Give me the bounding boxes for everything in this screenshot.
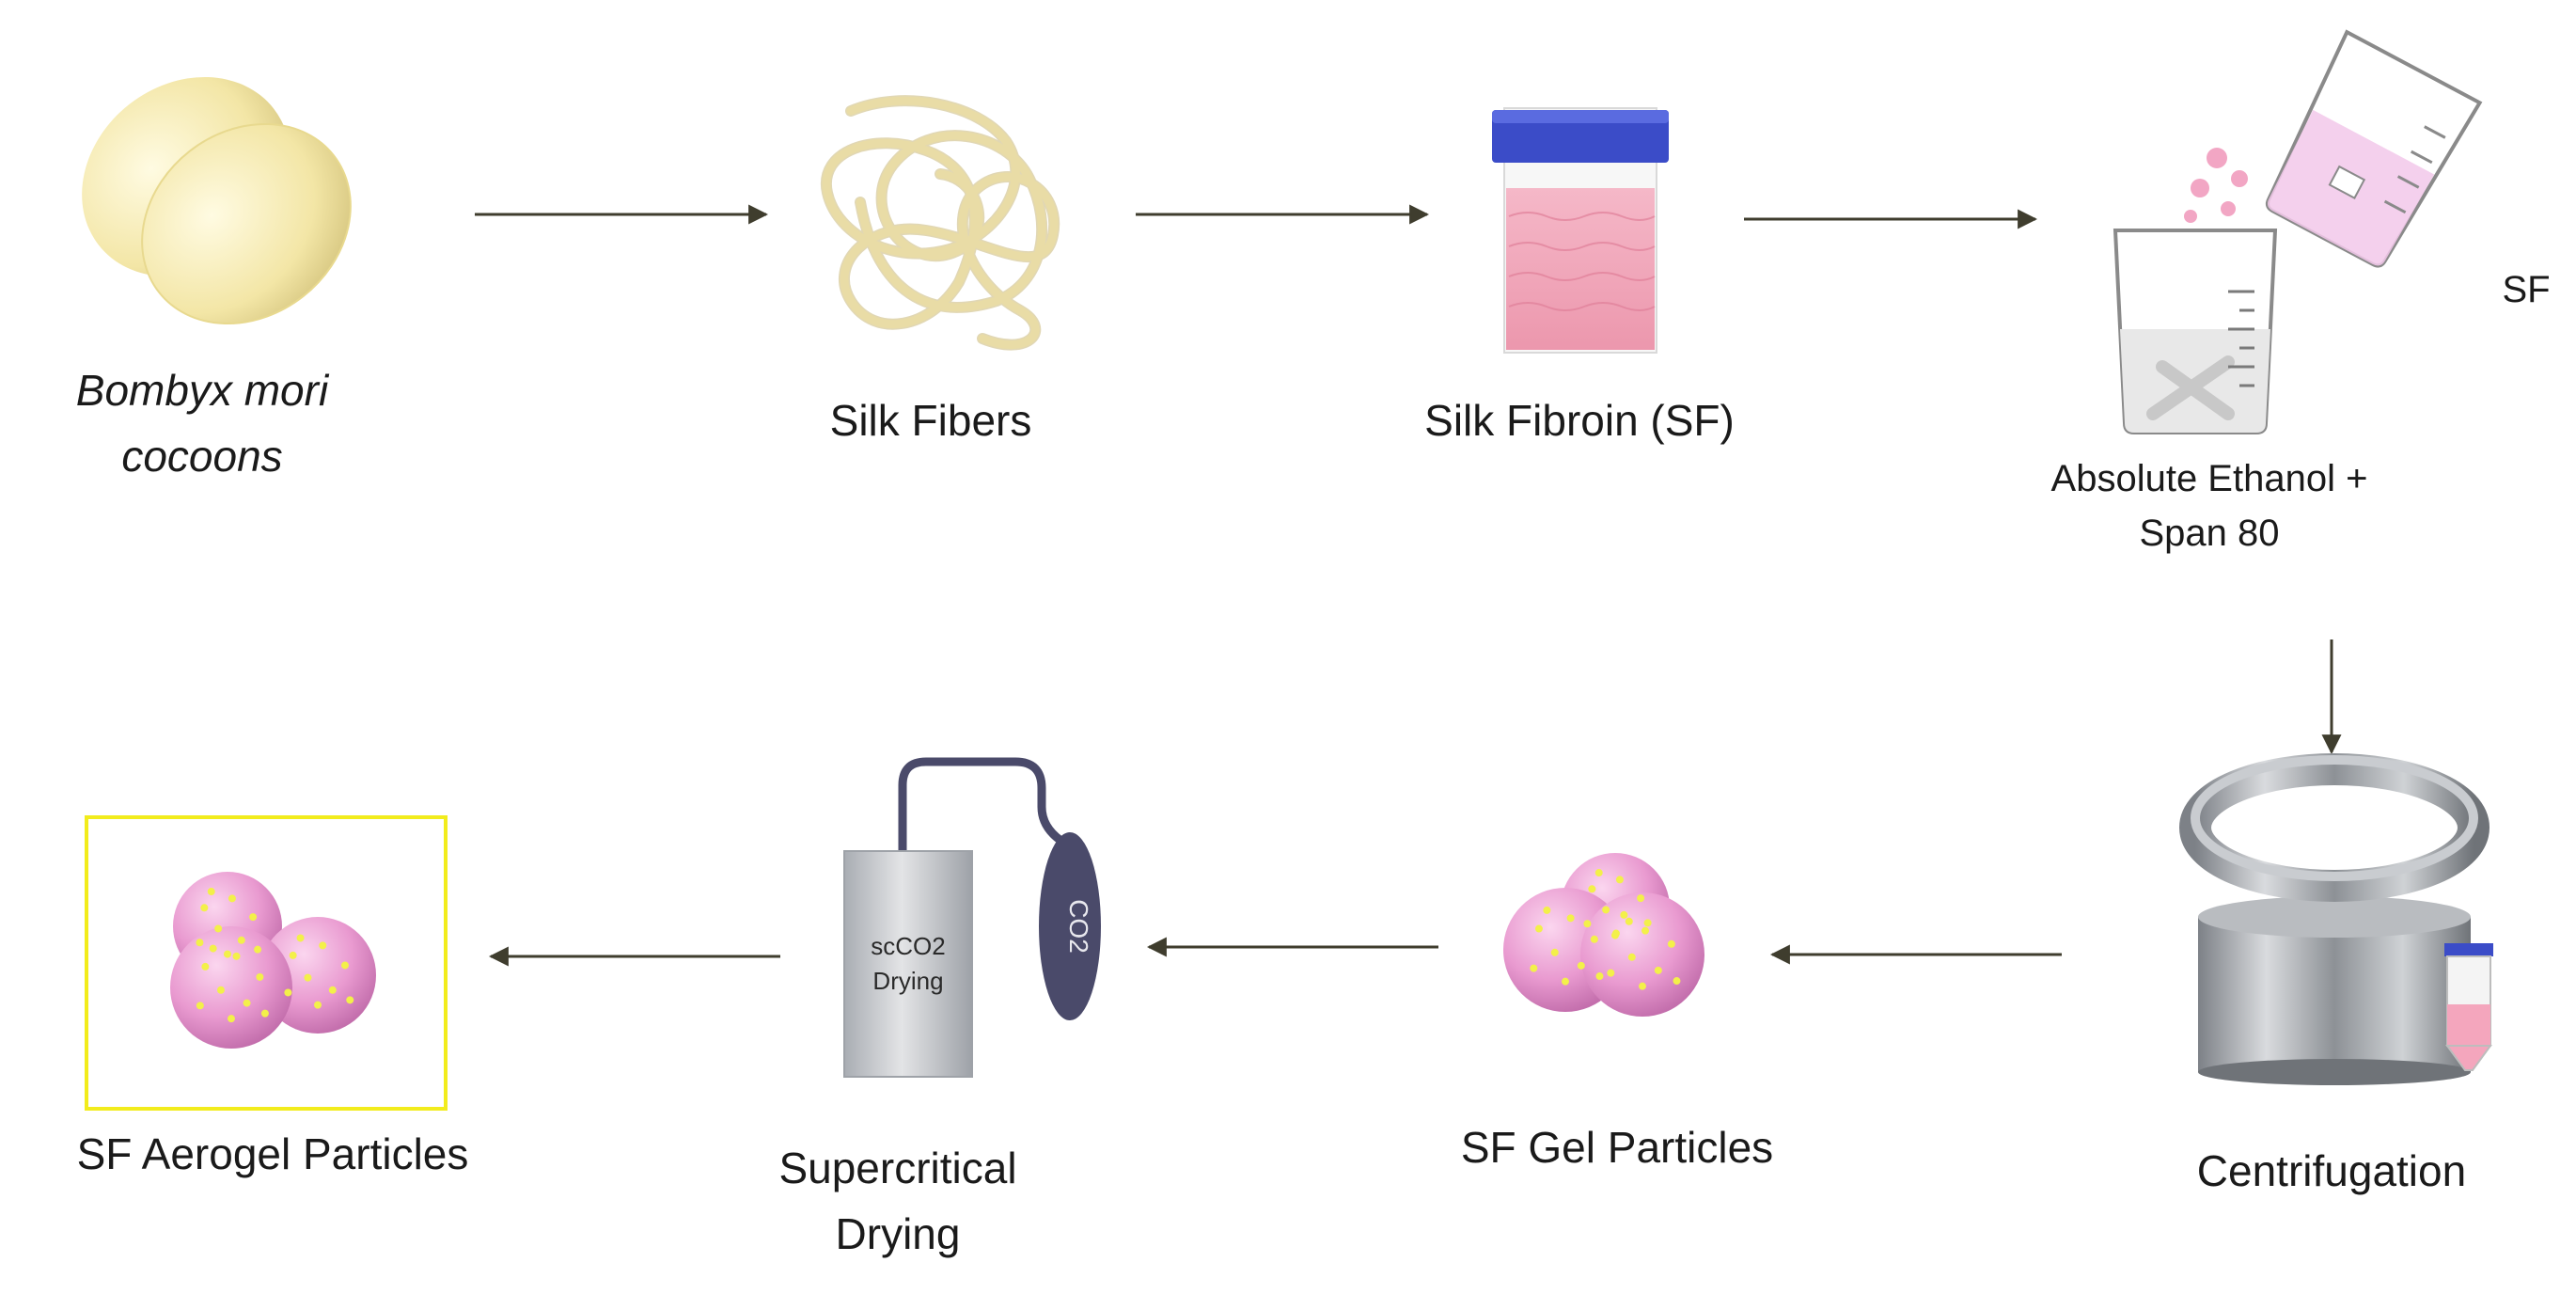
- beakers-icon: [2113, 29, 2483, 434]
- particle-dot: [296, 934, 305, 942]
- silk-fibroin-jar-icon: [1492, 107, 1669, 354]
- aerogel-highlight-box: [85, 815, 448, 1111]
- particle-dot: [1577, 961, 1585, 970]
- particle-dot: [207, 888, 215, 896]
- particle-dot: [289, 951, 297, 959]
- particle-dot: [1595, 972, 1604, 981]
- particle-dot: [1543, 906, 1551, 914]
- particle-dot: [1534, 924, 1543, 933]
- particle-dot: [243, 999, 251, 1007]
- arrows: [475, 204, 2342, 967]
- particle-dot: [214, 924, 223, 933]
- sf-droplets: [2184, 148, 2248, 241]
- particle-dot: [1562, 977, 1569, 986]
- particle-dot: [200, 904, 209, 912]
- particle-dot: [1667, 939, 1675, 948]
- sf-side-label: SF: [2502, 269, 2551, 310]
- particle-dot: [1615, 876, 1624, 884]
- particle-dot: [228, 894, 236, 903]
- drying-label: Supercritical Drying: [733, 1135, 1062, 1267]
- particle-dot: [256, 972, 264, 981]
- particle-dot: [1590, 935, 1598, 943]
- sf-beaker-icon: [2265, 29, 2483, 268]
- silk-fibers-label: Silk Fibers: [829, 396, 1032, 445]
- particle-dot: [1627, 953, 1636, 961]
- silk-fibroin-label: Silk Fibroin (SF): [1424, 396, 1735, 445]
- ethanol-label-line1: Absolute Ethanol +: [2050, 458, 2368, 499]
- particle-dot: [1607, 969, 1615, 977]
- tank-label: CO2: [1064, 899, 1093, 954]
- particle-dot: [328, 986, 337, 994]
- ethanol-beaker-icon: [2113, 229, 2278, 434]
- particle-dot: [1637, 894, 1645, 903]
- particle-dot: [1639, 982, 1646, 990]
- silk-fibers-icon: [820, 95, 1060, 351]
- drying-label-line2: Drying: [835, 1209, 961, 1258]
- particle-dot: [1643, 919, 1652, 927]
- chamber-label-line2: Drying: [872, 967, 943, 995]
- particle-dot: [1588, 885, 1596, 893]
- cocoons-icon: [82, 76, 352, 325]
- particle-dot: [237, 936, 245, 944]
- drying-label-line1: Supercritical: [778, 1144, 1017, 1192]
- particle-dot: [1566, 914, 1575, 923]
- particle-dot: [340, 961, 349, 970]
- particle-dot: [260, 1009, 269, 1018]
- aerogel-particles-icon: [85, 815, 448, 1111]
- particle-dot: [196, 939, 204, 947]
- particle-dot: [1673, 977, 1681, 986]
- particle-dot: [209, 944, 217, 953]
- centrifugation-label: Centrifugation: [2196, 1146, 2467, 1195]
- particle-dot: [196, 1002, 204, 1010]
- aerogel-particles-label: SF Aerogel Particles: [76, 1129, 469, 1178]
- particle-dot: [1625, 917, 1633, 925]
- cocoons-label-line2: cocoons: [121, 432, 283, 481]
- particle-dot: [346, 996, 354, 1004]
- particle-dot: [1550, 948, 1559, 956]
- particle-dot: [249, 913, 258, 922]
- gel-particles-icon: [1503, 853, 1704, 1017]
- particle-dot: [228, 1015, 235, 1023]
- ethanol-label-line2: Span 80: [2139, 513, 2280, 554]
- particle-dot: [1620, 910, 1628, 919]
- particle-dot: [1583, 920, 1592, 928]
- sc-co2-dryer-icon: scCO2 Drying CO2: [843, 757, 1101, 1078]
- particle-dot: [1654, 966, 1662, 974]
- particle-dot: [254, 945, 262, 954]
- cocoons-label: Bombyx mori cocoons: [38, 357, 367, 489]
- particle-dot: [319, 941, 327, 950]
- particle-dot: [304, 973, 312, 982]
- particle-dot: [284, 988, 292, 997]
- centrifuge-icon: [2179, 753, 2493, 1085]
- particle-dot: [1602, 906, 1610, 914]
- particle-dot: [232, 952, 241, 960]
- chamber-label-line1: scCO2: [871, 932, 945, 960]
- particle-dot: [1611, 929, 1620, 938]
- particle-dot: [1641, 926, 1650, 935]
- ethanol-label: Absolute Ethanol + Span 80: [1974, 451, 2444, 560]
- particle-dot: [216, 986, 225, 994]
- cocoons-label-line1: Bombyx mori: [75, 366, 329, 415]
- particle-dot: [201, 962, 210, 971]
- gel-particles-label: SF Gel Particles: [1460, 1123, 1774, 1172]
- particle-dot: [1530, 964, 1538, 972]
- particle-dot: [314, 1001, 322, 1009]
- particle-dot: [224, 950, 231, 958]
- particle-dot: [1594, 869, 1603, 877]
